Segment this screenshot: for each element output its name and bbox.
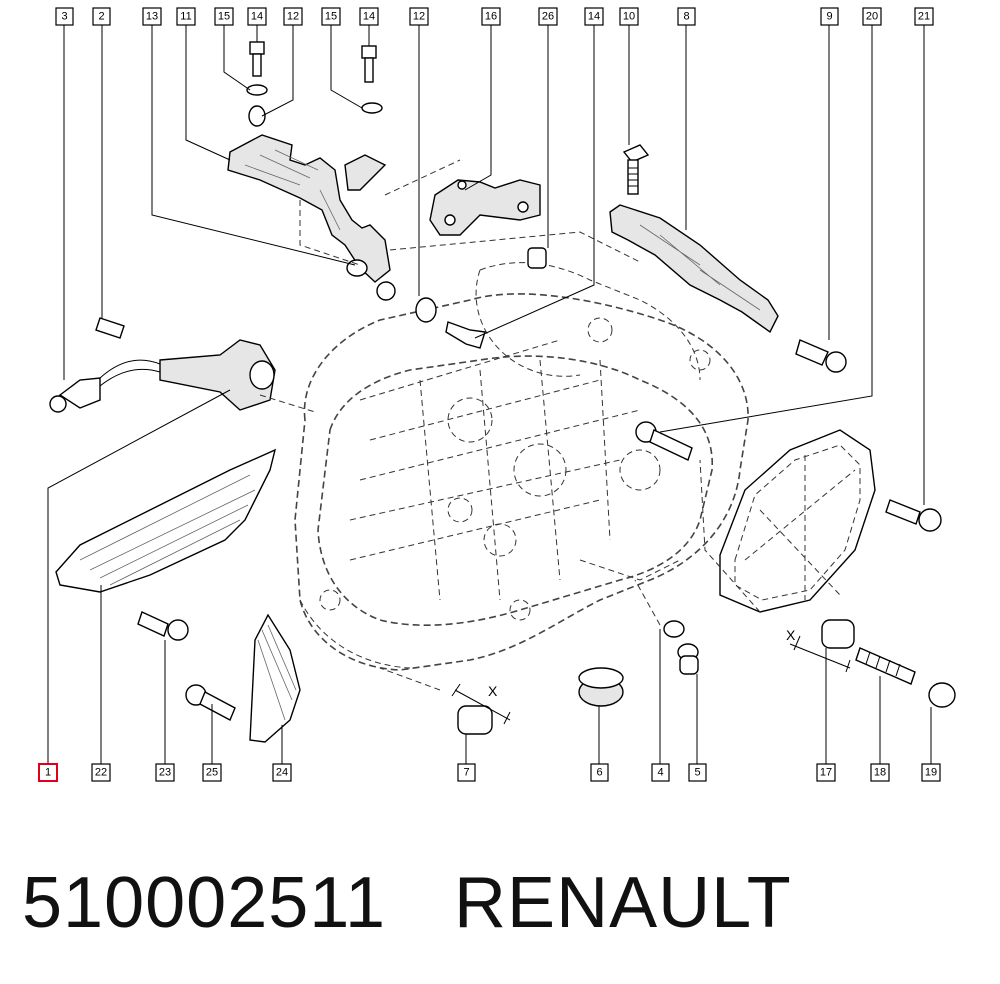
callout-17: 17 xyxy=(820,767,832,779)
callout-21: 21 xyxy=(918,11,930,23)
bolt-23-part xyxy=(137,611,189,641)
callout-9: 9 xyxy=(826,11,832,23)
callout-25: 25 xyxy=(206,767,218,779)
stud-18-part xyxy=(855,647,916,685)
callout-15a: 15 xyxy=(218,11,230,23)
callout-14a: 14 xyxy=(251,11,263,23)
bolt-20-part xyxy=(635,421,693,461)
callout-6: 6 xyxy=(596,767,602,779)
dowel-7-part xyxy=(457,705,493,735)
callout-16: 16 xyxy=(485,11,497,23)
callout-19: 19 xyxy=(925,767,937,779)
callout-18: 18 xyxy=(874,767,886,779)
callout-2: 2 xyxy=(98,11,104,23)
bolt-2-part xyxy=(95,317,125,339)
callout-14c: 14 xyxy=(588,11,600,23)
bush-13-part xyxy=(346,259,368,277)
dimension-x-label-left: X xyxy=(488,683,498,699)
pipe-fitting-3-part xyxy=(49,359,161,413)
mounting-bracket-part xyxy=(429,179,541,236)
callout-5: 5 xyxy=(694,767,700,779)
bolt-14b-part xyxy=(361,45,383,114)
nut-19-part xyxy=(928,682,956,708)
callout-14b: 14 xyxy=(363,11,375,23)
callout-7: 7 xyxy=(463,767,469,779)
callout-15b: 15 xyxy=(325,11,337,23)
end-cover-20-part xyxy=(719,429,876,613)
callout-labels: 3 2 13 11 15 14 12 15 14 12 16 26 14 10 … xyxy=(38,7,941,782)
callout-20: 20 xyxy=(866,11,878,23)
bolt-14a-part xyxy=(246,41,268,127)
heat-shield-22-part xyxy=(55,448,277,593)
gearbox-housing xyxy=(294,262,749,671)
rubber-mount-6-part xyxy=(578,667,624,707)
callout-8: 8 xyxy=(683,11,689,23)
washer-4-part xyxy=(663,620,685,638)
bolt-9-part xyxy=(795,339,847,373)
callout-1: 1 xyxy=(45,767,51,779)
callout-24: 24 xyxy=(276,767,288,779)
bolt-14c-part xyxy=(445,321,486,349)
callout-13: 13 xyxy=(146,11,158,23)
callout-11: 11 xyxy=(180,11,191,23)
bush-26-part xyxy=(527,247,547,269)
callout-22: 22 xyxy=(95,767,107,779)
callout-12a: 12 xyxy=(287,11,299,23)
brand-name: RENAULT xyxy=(454,863,792,943)
callout-26: 26 xyxy=(542,11,554,23)
exploded-parts-diagram: X X 3 2 13 11 15 14 12 15 14 12 16 26 14… xyxy=(38,7,956,782)
support-bracket-part xyxy=(227,134,396,301)
dowel-17-part xyxy=(821,619,855,649)
bolt-25-part xyxy=(185,684,236,721)
callout-10: 10 xyxy=(623,11,635,23)
callout-23: 23 xyxy=(159,767,171,779)
callout-4: 4 xyxy=(657,767,663,779)
selector-plate-part xyxy=(609,204,779,334)
part-number: 510002511 xyxy=(22,863,387,943)
slave-cylinder-1-part xyxy=(159,339,276,411)
leader-lines xyxy=(47,25,932,765)
callout-12b: 12 xyxy=(413,11,425,23)
washer-12-part xyxy=(415,297,437,323)
cover-plate-24-part xyxy=(249,613,301,743)
bolt-21-part xyxy=(885,499,942,532)
callout-3: 3 xyxy=(61,11,67,23)
part-caption: 510002511 RENAULT xyxy=(22,858,982,948)
dimension-x-label-right: X xyxy=(786,627,796,643)
drain-plug-5-part xyxy=(677,643,699,675)
bolt-10-part xyxy=(622,144,650,195)
